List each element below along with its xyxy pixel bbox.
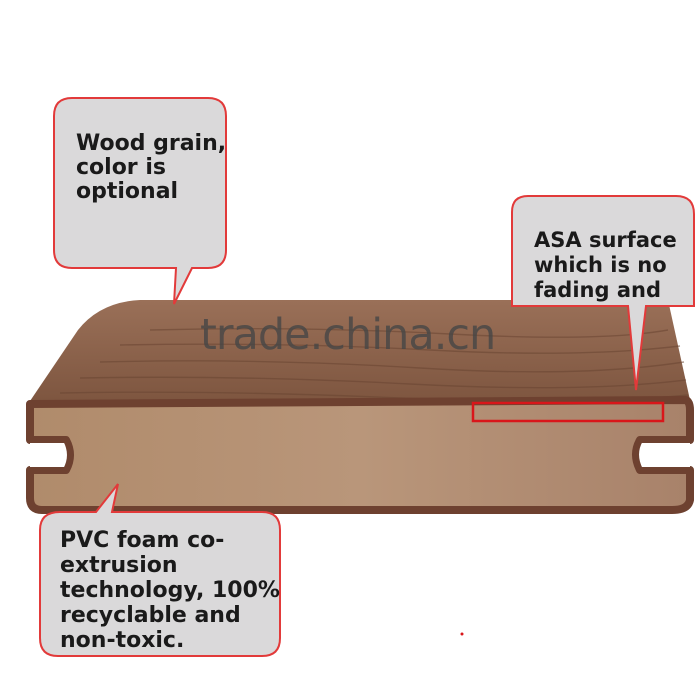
board-front-face [26, 396, 694, 514]
left-groove [30, 437, 73, 473]
callout-bubble-wood-grain [53, 97, 227, 305]
asa-surface-highlight [471, 401, 665, 423]
callout-bubble-asa-surface [511, 195, 695, 391]
callout-text-pvc-foam: PVC foam co- extrusion technology, 100% … [60, 528, 280, 653]
callout-text-wood-grain: Wood grain, color is optional [76, 132, 226, 204]
callout-line: PVC foam co- [60, 528, 225, 553]
callout-line: recyclable and [60, 603, 241, 628]
callout-line: color is [76, 155, 166, 180]
callout-line: ASA surface [534, 228, 677, 252]
callout-line: extrusion [60, 553, 178, 578]
right-groove [633, 437, 690, 473]
callout-line: Wood grain, [76, 131, 227, 156]
callout-bubble-pvc-foam [39, 483, 281, 657]
callout-line: which is no [534, 253, 667, 277]
callout-line: fading and [534, 278, 661, 302]
callout-text-asa-surface: ASA surface which is no fading and [534, 228, 677, 303]
callout-line: optional [76, 179, 179, 204]
watermark: trade.china.cn [200, 310, 496, 360]
callout-line: technology, 100% [60, 578, 280, 603]
decking-board [26, 300, 694, 514]
callout-line: non-toxic. [60, 628, 185, 653]
red-dot-mark [460, 632, 464, 636]
